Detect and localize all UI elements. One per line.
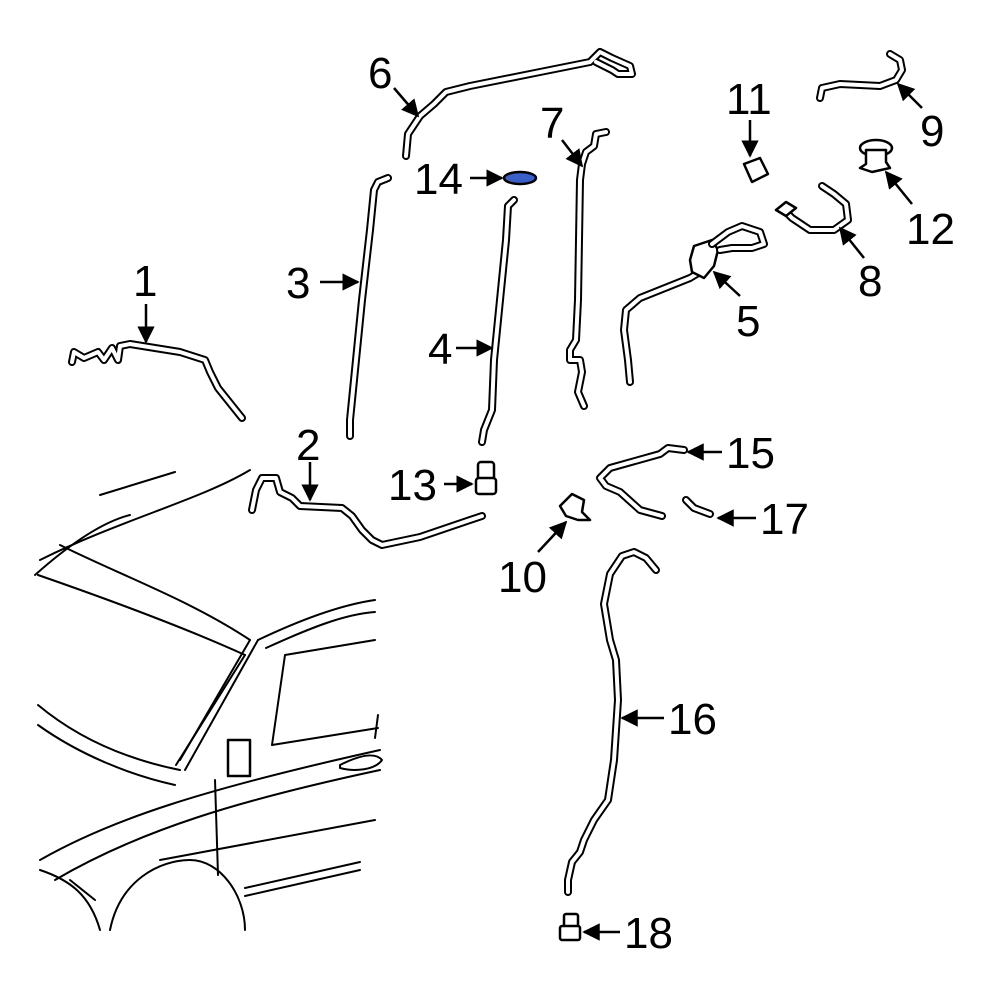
callout-3: 3 [286, 259, 310, 308]
leader-12 [884, 170, 913, 205]
part-11-clip [742, 156, 770, 184]
callout-11: 11 [726, 75, 772, 124]
callout-1: 1 [133, 257, 157, 306]
callout-12: 12 [906, 205, 955, 254]
vehicle-outline [34, 469, 383, 931]
part-14-seal [502, 170, 538, 186]
leader-7 [561, 139, 584, 168]
callout-6: 6 [368, 49, 392, 98]
callout-16: 16 [668, 695, 717, 744]
part-7-hose [566, 128, 610, 410]
part-1-hose [68, 340, 246, 422]
leader-6 [393, 87, 420, 118]
part-5-nozzle-hose [620, 222, 768, 386]
callout-7: 7 [540, 99, 564, 148]
callout-18: 18 [624, 909, 673, 958]
part-18-connector [558, 912, 582, 942]
part-2-hose [248, 474, 486, 549]
part-3-hose [346, 174, 392, 440]
leader-5 [712, 270, 741, 297]
part-12-cap [858, 138, 894, 174]
part-17-hose [682, 496, 714, 518]
callout-17: 17 [760, 495, 809, 544]
callout-labels: 1 2 3 4 5 6 7 8 9 10 11 12 13 14 15 16 1… [133, 49, 955, 958]
part-8-hose [774, 182, 852, 234]
callout-4: 4 [428, 325, 452, 374]
part-9-hose [816, 50, 906, 102]
part-6-hose [402, 48, 636, 160]
callout-14: 14 [414, 155, 463, 204]
part-15-hose [596, 444, 688, 520]
leader-8 [838, 226, 865, 259]
callout-8: 8 [858, 257, 882, 306]
leader-9 [896, 82, 923, 109]
part-4-hose [478, 196, 518, 446]
callout-10: 10 [498, 553, 547, 602]
callout-13: 13 [388, 461, 437, 510]
leader-10 [537, 520, 568, 553]
leader-lines [137, 82, 923, 941]
part-10-clip [558, 492, 592, 522]
part-16-hose [564, 548, 660, 896]
callout-5: 5 [736, 297, 760, 346]
callout-2: 2 [296, 421, 320, 470]
callout-9: 9 [920, 107, 944, 156]
callout-15: 15 [726, 429, 775, 478]
part-13-connector [474, 460, 498, 496]
